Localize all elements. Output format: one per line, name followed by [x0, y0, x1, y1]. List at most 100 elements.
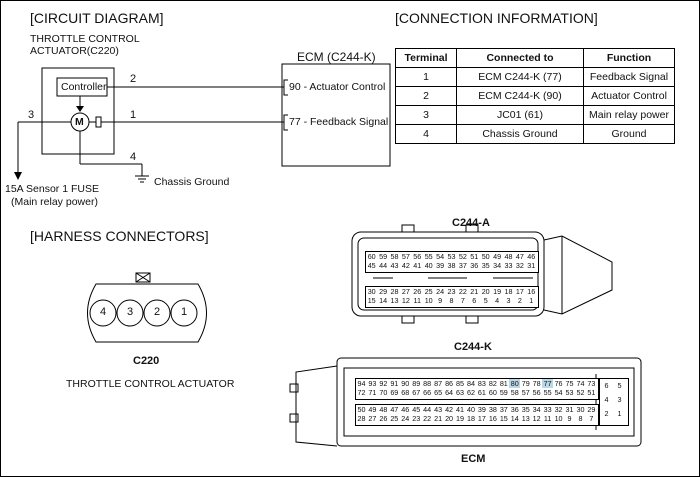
connector-pin: 4 [604, 395, 609, 404]
connector-pin: 15 [499, 414, 508, 423]
connector-pin: 71 [368, 388, 377, 397]
table-row: 2 ECM C244-K (90) Actuator Control [395, 86, 675, 106]
connector-pin: 85 [456, 379, 465, 388]
connector-pin: 29 [379, 287, 388, 296]
connector-pin: 32 [554, 405, 563, 414]
connector-pin: 54 [436, 252, 445, 261]
connector-pin: 18 [504, 287, 513, 296]
c244k-label: C244-K [454, 341, 492, 353]
connector-pin: 29 [587, 405, 596, 414]
connector-pin: 80 [509, 379, 521, 388]
connector-pin: 47 [390, 405, 399, 414]
connector-pin: 63 [456, 388, 465, 397]
connector-pin: 59 [499, 388, 508, 397]
connector-pin: 19 [493, 287, 502, 296]
connector-pin: 43 [390, 261, 399, 270]
connector-pin: 66 [423, 388, 432, 397]
harness-heading: [HARNESS CONNECTORS] [30, 228, 209, 244]
connector-pin: 48 [379, 405, 388, 414]
connector-pin: 26 [413, 287, 422, 296]
connector-pin: 40 [424, 261, 433, 270]
connector-pin: 7 [589, 414, 594, 423]
controller-label: Controller [61, 81, 107, 93]
connector-pin: 27 [368, 414, 377, 423]
connector-pin: 35 [481, 261, 490, 270]
connector-pin: 42 [401, 261, 410, 270]
ecm-box [281, 63, 391, 167]
connector-pin: 25 [390, 414, 399, 423]
connector-pin: 55 [543, 388, 552, 397]
connector-pin: 61 [477, 388, 486, 397]
connector-pin: 36 [510, 405, 519, 414]
connector-pin: 20 [481, 287, 490, 296]
wire-1-label: 1 [130, 109, 137, 121]
c220-pin-1 [170, 299, 198, 327]
connector-pin: 6 [472, 296, 477, 305]
c244k-side-block [599, 378, 629, 426]
connector-pin: 22 [423, 414, 432, 423]
connector-pin: 52 [576, 388, 585, 397]
c220-pin-3 [116, 299, 144, 327]
connector-pin: 44 [379, 261, 388, 270]
connector-pin: 78 [532, 379, 541, 388]
connector-pin: 89 [412, 379, 421, 388]
connector-pin: 79 [521, 379, 530, 388]
connector-pin: 52 [458, 252, 467, 261]
connector-pin: 60 [367, 252, 376, 261]
actuator-title-line1: THROTTLE CONTROL [30, 33, 140, 45]
connector-pin: 5 [483, 296, 488, 305]
connector-pin: 53 [447, 252, 456, 261]
connector-pin: 50 [357, 405, 366, 414]
c220-pin-4 [89, 299, 117, 327]
connector-pin: 3 [506, 296, 511, 305]
connector-pin: 10 [424, 296, 433, 305]
connector-pin: 76 [554, 379, 563, 388]
connector-pin: 57 [401, 252, 410, 261]
motor-label: M [75, 116, 84, 128]
connector-pin: 55 [424, 252, 433, 261]
connector-pin: 11 [413, 296, 422, 305]
c244a-lower-block [365, 286, 539, 308]
wire-3-label: 3 [28, 109, 35, 121]
wire-2-label: 2 [130, 73, 137, 85]
connector-pin: 57 [521, 388, 530, 397]
c220-pin-2 [143, 299, 171, 327]
connector-pin: 34 [532, 405, 541, 414]
connector-pin: 17 [515, 287, 524, 296]
connector-pin: 47 [515, 252, 524, 261]
connector-pin: 11 [543, 414, 552, 423]
connector-pin: 38 [447, 261, 456, 270]
connector-pin: 56 [413, 252, 422, 261]
connector-pin: 26 [379, 414, 388, 423]
actuator-title-line2: ACTUATOR(C220) [30, 45, 119, 57]
connector-pin: 1 [529, 296, 534, 305]
connector-pin: 51 [470, 252, 479, 261]
c244k-upper-block [355, 378, 599, 400]
c220-pin-label: 3 [126, 306, 134, 318]
connector-pin: 2 [604, 409, 609, 418]
connector-pin: 64 [445, 388, 454, 397]
connector-pin: 53 [565, 388, 574, 397]
connector-pin: 32 [515, 261, 524, 270]
connector-pin: 23 [447, 287, 456, 296]
connector-pin: 92 [379, 379, 388, 388]
connector-pin: 93 [368, 379, 377, 388]
connector-pin: 90 [401, 379, 410, 388]
connector-pin: 70 [379, 388, 388, 397]
connector-pin: 30 [367, 287, 376, 296]
header-function: Function [583, 48, 675, 68]
connector-pin: 37 [458, 261, 467, 270]
connector-pin: 86 [445, 379, 454, 388]
connector-pin: 34 [493, 261, 502, 270]
connector-pin: 33 [504, 261, 513, 270]
connector-pin: 94 [357, 379, 366, 388]
connector-pin: 3 [617, 395, 622, 404]
ecm-pin-77-label: 77 - Feedback Signal [289, 116, 389, 128]
connector-pin: 23 [412, 414, 421, 423]
connector-pin: 51 [587, 388, 596, 397]
connector-pin: 45 [367, 261, 376, 270]
connector-pin: 88 [423, 379, 432, 388]
connector-pin: 13 [390, 296, 399, 305]
